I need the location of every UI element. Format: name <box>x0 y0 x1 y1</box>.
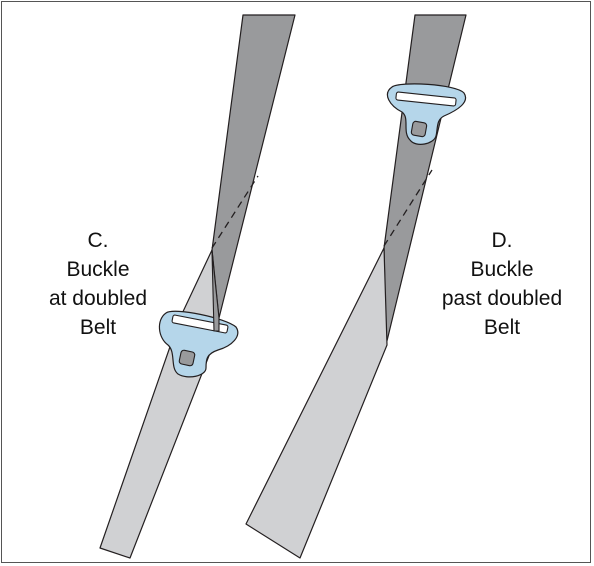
panel-d-light-strap <box>245 247 388 559</box>
panel-c-fold-line <box>211 175 259 249</box>
caption-line: Belt <box>79 316 117 339</box>
panel-d-caption: D. Buckle past doubled Belt <box>432 226 572 342</box>
panel-c-belt <box>99 14 296 559</box>
caption-line: past doubled <box>441 287 563 310</box>
panel-d-buckle-icon <box>387 83 467 145</box>
caption-line: Belt <box>483 316 521 339</box>
panel-c-caption: C. Buckle at doubled Belt <box>38 226 158 342</box>
caption-line: C. <box>87 229 109 252</box>
panel-c-dark-strap <box>211 14 296 319</box>
panel-d-belt <box>245 14 467 559</box>
caption-line: Buckle <box>66 258 130 281</box>
panel-d-fold-line <box>383 169 433 247</box>
caption-line: D. <box>491 229 513 252</box>
caption-line: Buckle <box>470 258 534 281</box>
panel-c-dark-strap-front <box>211 251 220 332</box>
caption-line: at doubled <box>48 287 148 310</box>
